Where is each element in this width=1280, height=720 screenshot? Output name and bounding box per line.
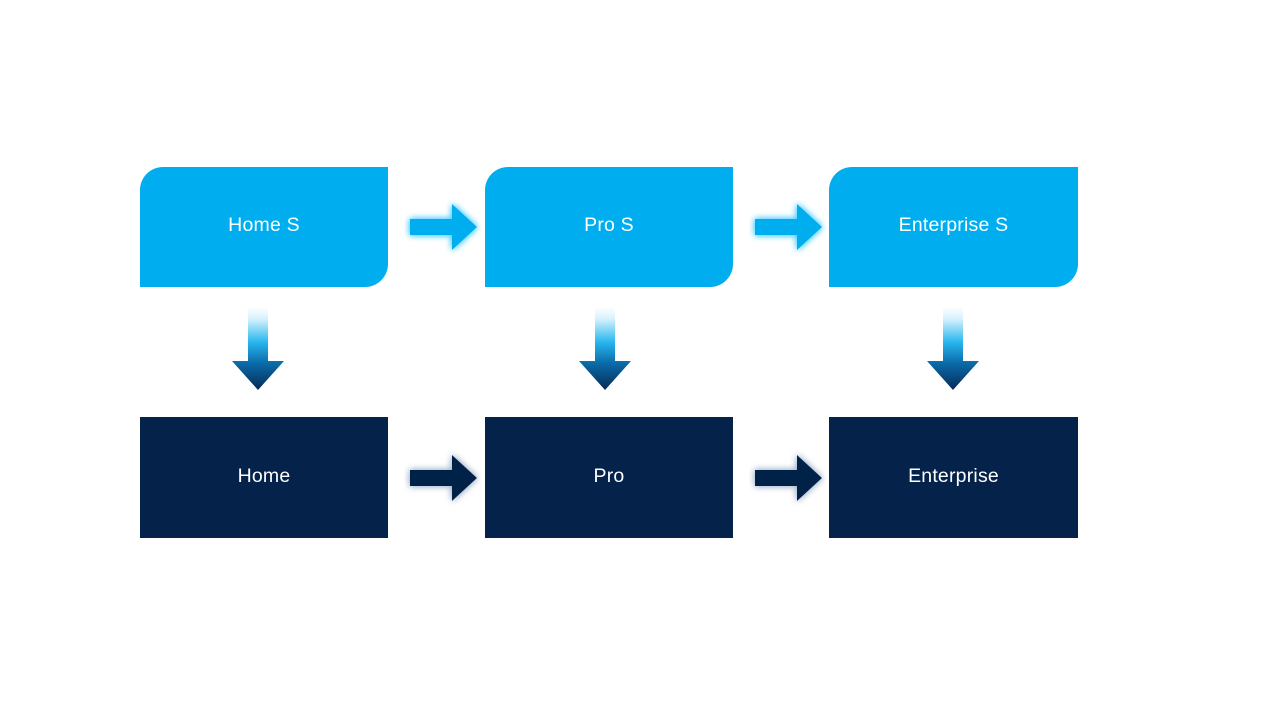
node-pro[interactable]: Pro [485, 417, 733, 538]
arrow-down-icon-enterprise-s-to-enterprise [922, 306, 984, 392]
arrow-right-icon-home-s-to-pro-s [404, 198, 482, 256]
node-enterprise-s[interactable]: Enterprise S [829, 167, 1078, 287]
arrow-right-icon-pro-s-to-enterprise-s [749, 198, 827, 256]
node-enterprise[interactable]: Enterprise [829, 417, 1078, 538]
node-home-label: Home [237, 464, 291, 487]
arrow-down-icon-home-s-to-home [227, 306, 289, 392]
node-enterprise-s-label: Enterprise S [898, 214, 1009, 237]
arrow-right-icon-pro-to-enterprise [749, 449, 827, 507]
node-pro-label: Pro [593, 464, 625, 487]
arrow-down-icon-pro-s-to-pro [574, 306, 636, 392]
node-pro-s[interactable]: Pro S [485, 167, 733, 287]
node-home-s[interactable]: Home S [140, 167, 388, 287]
arrow-right-icon-home-to-pro [404, 449, 482, 507]
node-home[interactable]: Home [140, 417, 388, 538]
node-enterprise-label: Enterprise [908, 464, 999, 487]
node-home-s-label: Home S [228, 214, 300, 237]
node-pro-s-label: Pro S [584, 214, 634, 237]
